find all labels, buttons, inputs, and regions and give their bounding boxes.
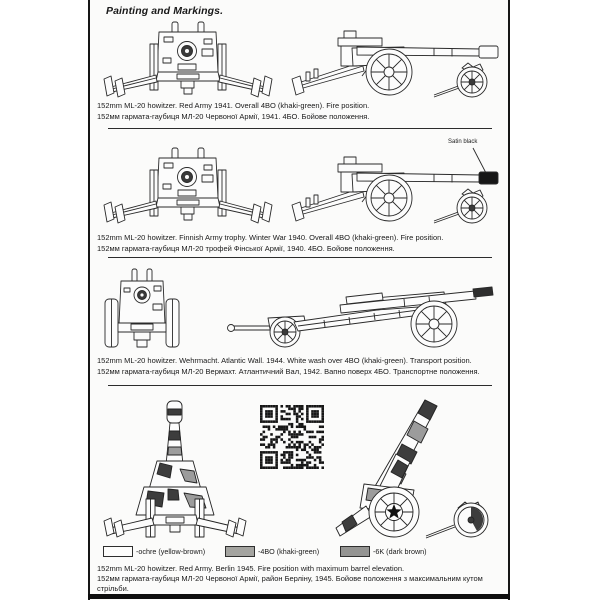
instruction-page: Painting and Markings. 152mm ML-20 howit…: [88, 0, 510, 600]
page-footer-bar: [88, 594, 510, 599]
legend-label-6k: -6K (dark brown): [373, 547, 427, 556]
howitzer-front-view-transport-icon: [102, 266, 182, 354]
section-3-caption-ua: 152мм гармата-гаубиця МЛ-20 Вермахт. Атл…: [97, 367, 480, 376]
howitzer-side-view-fire-icon: [286, 22, 501, 102]
section-1-caption-ua: 152мм гармата-гаубиця МЛ-20 Червоної Арм…: [97, 112, 370, 121]
howitzer-front-view-elevated-icon: [100, 397, 250, 542]
section-4-caption-en: 152mm ML-20 howitzer. Red Army. Berlin 1…: [97, 564, 405, 573]
section-divider: [108, 128, 492, 129]
legend-swatch-4bo: [225, 546, 255, 557]
satin-black-annotation: Satin black: [448, 139, 478, 145]
section-1-caption-en: 152mm ML-20 howitzer. Red Army 1941. Ove…: [97, 101, 370, 110]
section-divider: [108, 257, 492, 258]
annotation-pointer-line: [472, 147, 487, 174]
section-2-caption-en: 152mm ML-20 howitzer. Finnish Army troph…: [97, 233, 444, 242]
howitzer-side-view-elevated-icon: [330, 396, 502, 544]
legend-label-ochre: -ochre (yellow-brown): [136, 547, 206, 556]
page-title: Painting and Markings.: [106, 5, 224, 17]
howitzer-front-view-fire-icon: [98, 146, 278, 228]
section-3-caption-en: 152mm ML-20 howitzer. Wehrmacht. Atlanti…: [97, 356, 472, 365]
legend-label-4bo: -4BO (khaki-green): [258, 547, 320, 556]
howitzer-front-view-fire-icon: [98, 20, 278, 102]
howitzer-side-view-fire-satin-icon: [286, 148, 501, 228]
section-4-caption-ua: 152мм гармата-гаубиця МЛ-20 Червоної Арм…: [97, 574, 483, 593]
legend-swatch-ochre: [103, 546, 133, 557]
howitzer-side-view-transport-icon: [224, 276, 496, 354]
section-2-caption-ua: 152мм гармата-гаубиця МЛ-20 трофей Фінсь…: [97, 244, 395, 253]
qr-code: [260, 405, 324, 469]
section-divider: [108, 385, 492, 386]
legend-swatch-6k: [340, 546, 370, 557]
